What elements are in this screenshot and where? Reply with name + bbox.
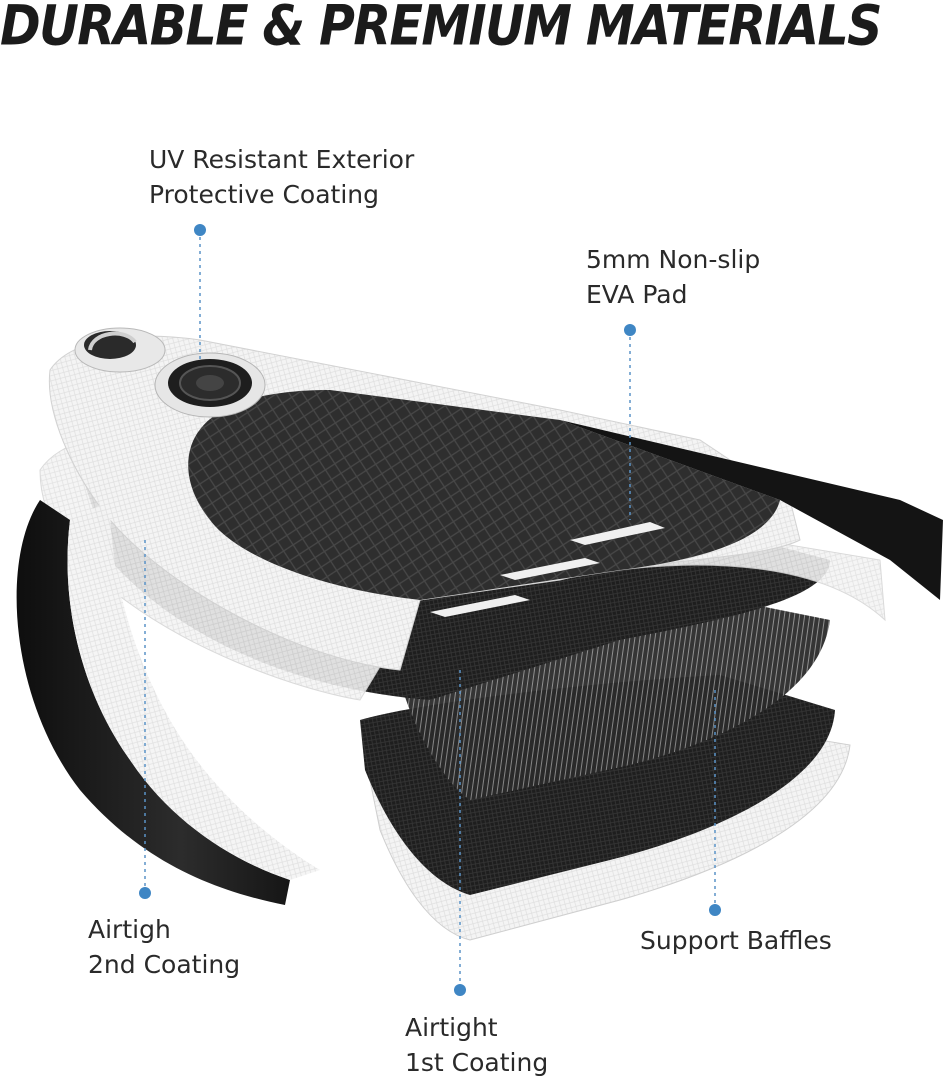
callout-uv-line1: UV Resistant Exterior xyxy=(149,145,415,174)
callout-second-line1: Airtigh xyxy=(88,915,171,944)
pad-stripe-1 xyxy=(430,595,530,617)
callout-eva-line2: EVA Pad xyxy=(586,280,688,309)
callout-baffles-line1: Support Baffles xyxy=(640,926,832,955)
baffles-leader-dot xyxy=(709,904,721,916)
second-coating-leader-dot xyxy=(139,887,151,899)
d-ring-icon xyxy=(74,327,166,373)
air-valve-icon xyxy=(154,352,266,418)
headline: DURABLE & PREMIUM MATERIALS xyxy=(0,0,882,58)
callout-second-coating: Airtigh 2nd Coating xyxy=(88,912,240,982)
callout-eva-pad: 5mm Non-slip EVA Pad xyxy=(586,242,760,312)
eva-leader-dot xyxy=(624,324,636,336)
second-coating-black-arc xyxy=(16,500,291,905)
pad-stripe-2 xyxy=(500,558,600,580)
white-arc xyxy=(67,500,320,880)
callout-baffles: Support Baffles xyxy=(640,923,832,958)
callout-uv-exterior: UV Resistant Exterior Protective Coating xyxy=(149,142,414,212)
black-rail xyxy=(560,420,943,600)
eva-traction-pad xyxy=(188,390,780,600)
callout-eva-line1: 5mm Non-slip xyxy=(586,245,761,274)
callout-second-line2: 2nd Coating xyxy=(88,950,241,979)
first-coating-leader-dot xyxy=(454,984,466,996)
uv-leader-dot xyxy=(194,224,206,236)
callout-uv-line2: Protective Coating xyxy=(149,180,379,209)
callout-first-line1: Airtight xyxy=(405,1013,498,1042)
callout-first-line2: 1st Coating xyxy=(405,1048,549,1077)
pad-stripe-3 xyxy=(570,522,665,545)
callout-first-coating: Airtight 1st Coating xyxy=(405,1010,548,1080)
